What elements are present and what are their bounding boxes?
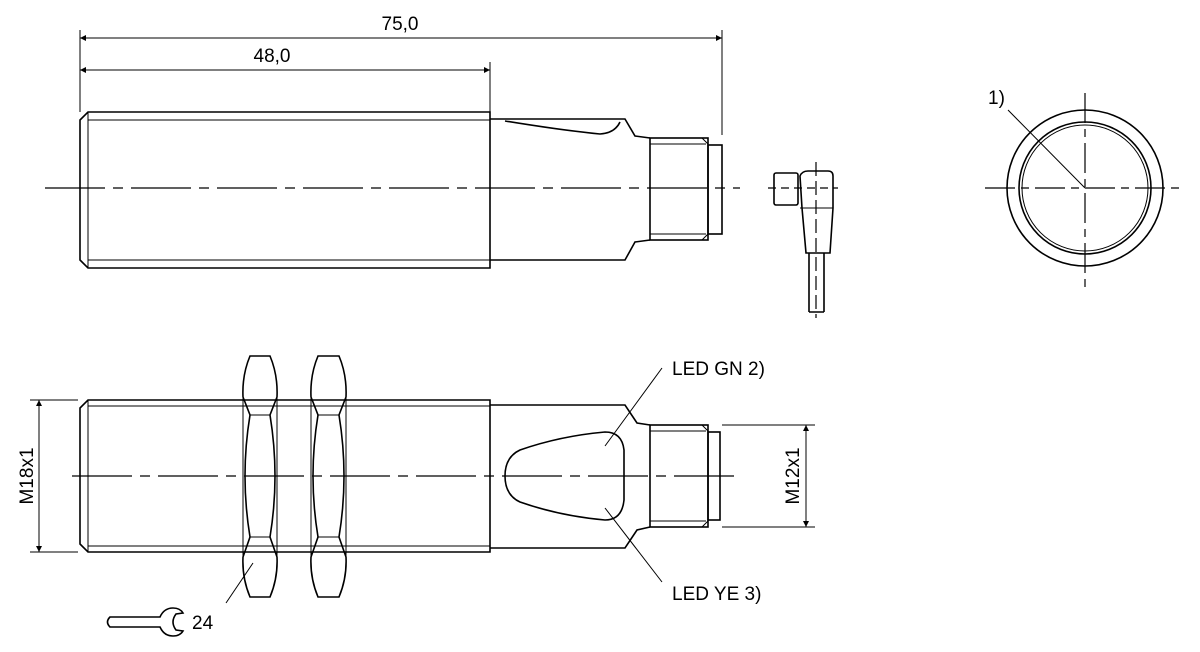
- led-labels: LED GN 2) LED YE 3): [604, 359, 765, 605]
- overall-length-label: 75,0: [382, 14, 419, 35]
- thread-main-label: M18x1: [17, 447, 38, 504]
- wrench-size: 24: [106, 562, 254, 637]
- dimension-m18: M18x1: [17, 399, 78, 553]
- side-view-bottom: [72, 399, 740, 553]
- lock-nut-1: [242, 355, 278, 598]
- note-1-label: 1): [988, 88, 1005, 109]
- thread-length-label: 48,0: [254, 46, 291, 67]
- lock-nut-2: [310, 355, 347, 598]
- wrench-size-label: 24: [192, 613, 214, 634]
- led-yellow-label: LED YE 3): [672, 584, 761, 605]
- dimension-m12: M12x1: [722, 424, 815, 528]
- angled-connector-icon: [768, 162, 838, 318]
- dimension-thread-length: 48,0: [80, 46, 491, 112]
- front-view: 1): [985, 88, 1185, 290]
- led-green-label: LED GN 2): [672, 359, 765, 380]
- thread-connector-label: M12x1: [783, 447, 804, 504]
- side-view-top: [45, 111, 740, 269]
- dimension-overall-length: 75,0: [79, 14, 723, 135]
- wrench-icon: [106, 607, 185, 637]
